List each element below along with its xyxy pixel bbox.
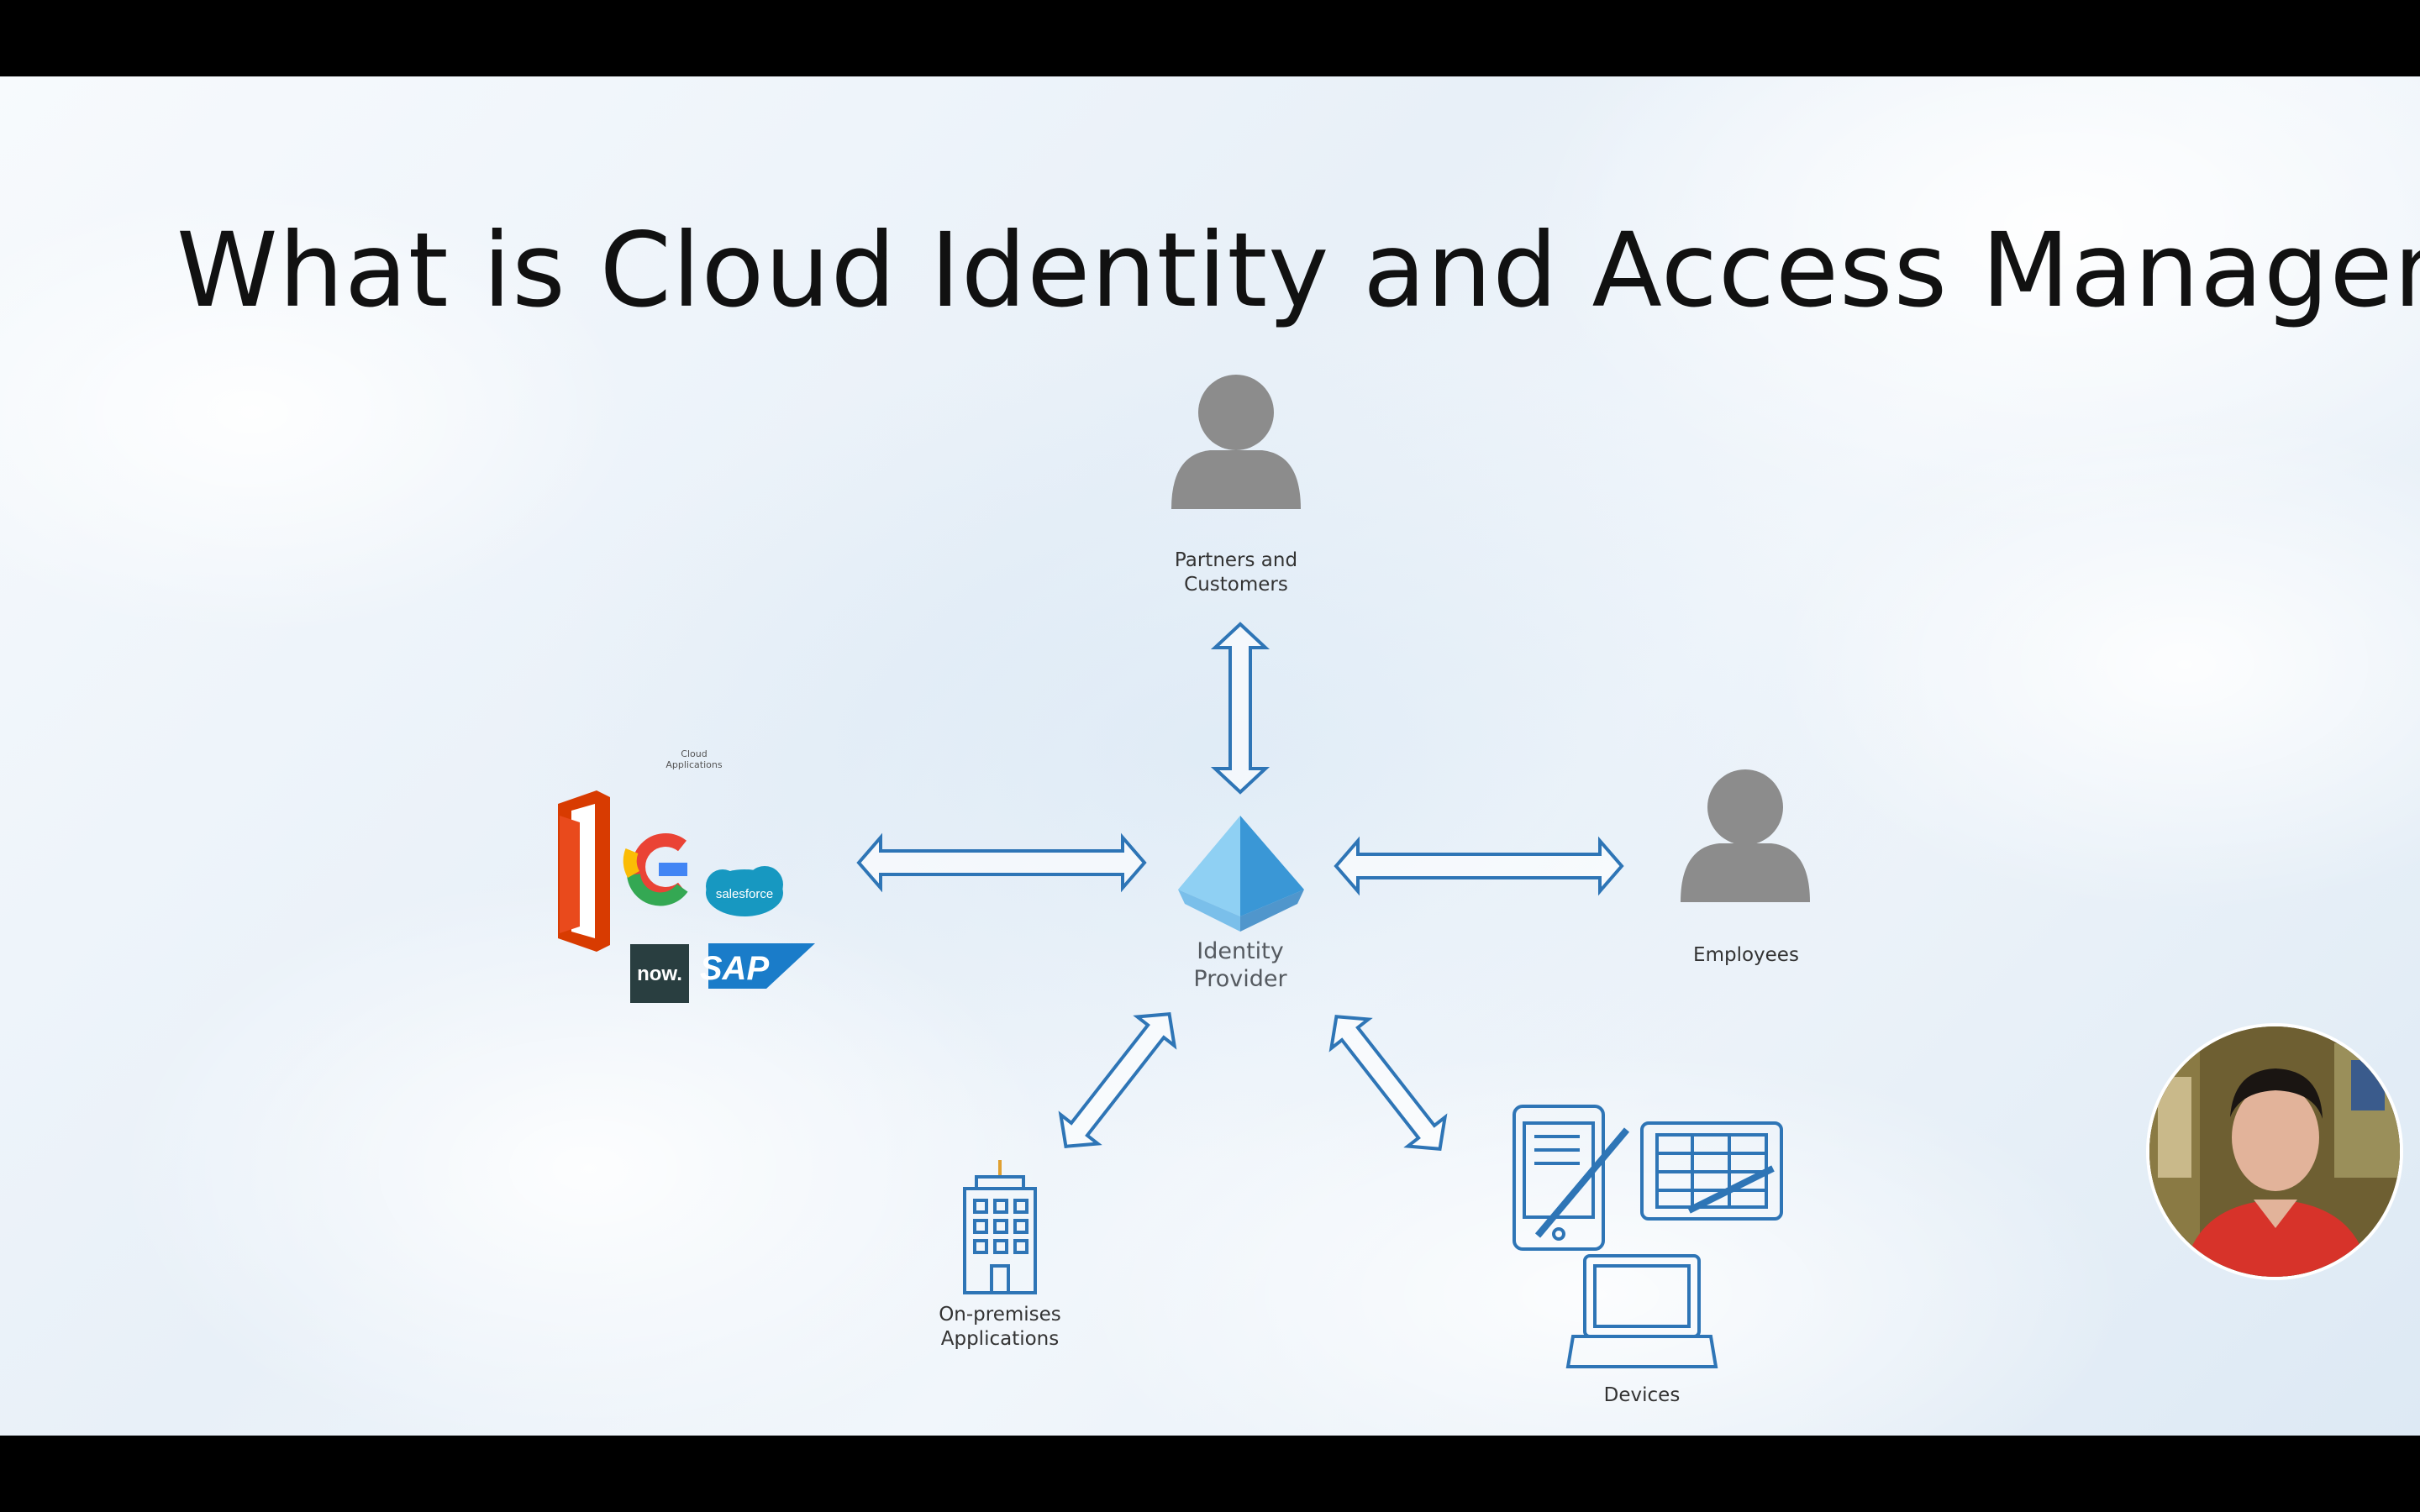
salesforce-logo: salesforce xyxy=(706,866,783,916)
tablet-icon xyxy=(1640,1121,1783,1221)
presenter-webcam xyxy=(2146,1023,2403,1280)
identity-provider-label-line1: Identity xyxy=(1197,938,1284,964)
devices-label-text: Devices xyxy=(1603,1384,1681,1406)
presenter-video xyxy=(2149,1026,2400,1277)
servicenow-logo-text: now. xyxy=(637,963,682,985)
google-logo xyxy=(623,833,688,906)
building-icon xyxy=(963,1160,1037,1294)
arrow-cloudapps-idp xyxy=(856,832,1147,893)
on-premises-label-line1: On-premises xyxy=(939,1304,1061,1326)
employees-label: Employees xyxy=(1662,943,1830,968)
employees-person-icon xyxy=(1681,769,1810,902)
arrow-onprem-idp xyxy=(1058,1012,1177,1148)
employees-label-text: Employees xyxy=(1693,944,1799,966)
cloud-applications-label: Cloud Applications xyxy=(652,748,736,770)
identity-provider-label: Identity Provider xyxy=(1156,937,1324,993)
slide-title: What is Cloud Identity and Access Manage… xyxy=(176,211,2420,330)
diagram: salesforce now. SAP xyxy=(558,375,1810,1368)
identity-provider-label-line2: Provider xyxy=(1193,966,1287,992)
arrow-partners-idp xyxy=(1210,622,1270,795)
laptop-icon xyxy=(1565,1254,1718,1368)
on-premises-label-line2: Applications xyxy=(940,1328,1060,1350)
partners-label-line2: Customers xyxy=(1184,574,1288,596)
cloud-applications-label-line1: Cloud xyxy=(681,748,708,759)
partners-person-icon xyxy=(1171,375,1301,509)
slide: What is Cloud Identity and Access Manage… xyxy=(0,76,2420,1436)
arrow-idp-devices xyxy=(1328,1015,1448,1151)
arrow-idp-employees xyxy=(1334,836,1624,896)
cloud-applications-label-line2: Applications xyxy=(666,759,723,770)
bottom-letterbox-bar xyxy=(0,1436,2420,1512)
salesforce-logo-text: salesforce xyxy=(716,887,773,901)
sap-logo: SAP xyxy=(700,943,815,989)
office-logo xyxy=(558,790,610,952)
phone-icon xyxy=(1512,1105,1630,1251)
top-letterbox-bar xyxy=(0,0,2420,76)
servicenow-logo: now. xyxy=(630,944,689,1003)
on-premises-label: On-premises Applications xyxy=(916,1303,1084,1352)
sap-logo-text: SAP xyxy=(700,950,770,987)
partners-label-line1: Partners and xyxy=(1174,549,1298,571)
partners-label: Partners and Customers xyxy=(1152,549,1320,597)
identity-provider-icon xyxy=(1178,816,1304,932)
devices-label: Devices xyxy=(1558,1383,1726,1408)
